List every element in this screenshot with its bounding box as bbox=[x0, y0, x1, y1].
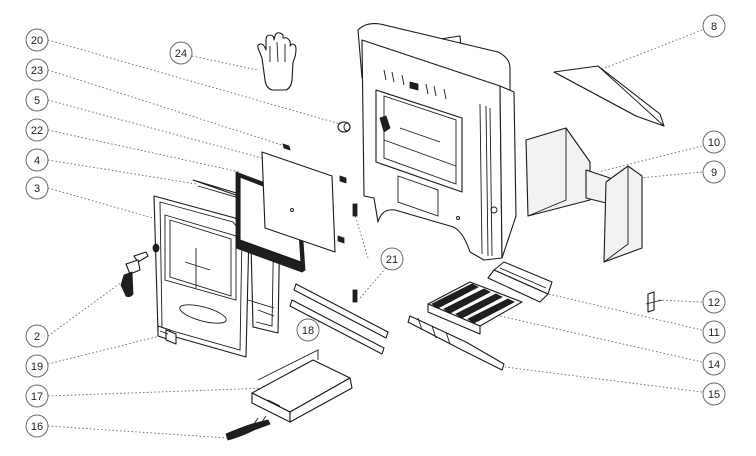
svg-text:14: 14 bbox=[708, 359, 720, 371]
callout-10: 10 bbox=[702, 130, 726, 154]
svg-text:20: 20 bbox=[31, 35, 43, 47]
tool-part bbox=[225, 415, 271, 441]
callout-8: 8 bbox=[702, 14, 726, 38]
svg-text:23: 23 bbox=[31, 65, 43, 77]
rod-part bbox=[289, 283, 389, 355]
svg-text:17: 17 bbox=[31, 391, 43, 403]
svg-text:19: 19 bbox=[31, 361, 43, 373]
door-part bbox=[152, 195, 250, 358]
glass-panel-part bbox=[261, 151, 336, 253]
leader-lines bbox=[47, 29, 703, 439]
callout-3: 3 bbox=[25, 176, 49, 200]
svg-text:18: 18 bbox=[302, 325, 314, 337]
callout-4: 4 bbox=[25, 148, 49, 172]
callout-2: 2 bbox=[25, 324, 49, 348]
fire-grate-part bbox=[427, 281, 523, 335]
baffle-plate-part bbox=[553, 65, 665, 127]
svg-text:11: 11 bbox=[708, 327, 719, 339]
svg-text:5: 5 bbox=[34, 95, 40, 107]
riddling-bar-part bbox=[407, 315, 505, 371]
grate-bar-part bbox=[487, 261, 553, 303]
glove-part bbox=[257, 32, 297, 91]
callout-21: 21 bbox=[380, 247, 404, 271]
fixing-bracket-part bbox=[645, 291, 663, 313]
svg-text:2: 2 bbox=[34, 331, 40, 343]
ash-pan-part bbox=[251, 349, 353, 423]
side-firebrick-part bbox=[585, 165, 643, 263]
callout-18: 18 bbox=[296, 318, 320, 342]
svg-text:21: 21 bbox=[386, 254, 398, 266]
callout-16: 16 bbox=[25, 414, 49, 438]
svg-text:8: 8 bbox=[711, 21, 717, 33]
latch-part bbox=[157, 325, 177, 345]
handle-part bbox=[120, 251, 149, 298]
svg-text:9: 9 bbox=[711, 167, 717, 179]
stove-body-part bbox=[357, 23, 517, 261]
svg-text:10: 10 bbox=[708, 137, 720, 149]
callout-14: 14 bbox=[702, 352, 726, 376]
callout-23: 23 bbox=[25, 58, 49, 82]
rear-firebrick-part bbox=[525, 127, 591, 217]
svg-text:15: 15 bbox=[708, 389, 720, 401]
hinge-pin-part bbox=[352, 203, 358, 303]
svg-text:4: 4 bbox=[34, 155, 40, 167]
small-clips-part bbox=[337, 175, 347, 244]
svg-text:24: 24 bbox=[175, 48, 187, 60]
callout-22: 22 bbox=[25, 118, 49, 142]
callout-15: 15 bbox=[702, 382, 726, 406]
callout-24: 24 bbox=[169, 41, 193, 65]
fixing-clip-part bbox=[282, 143, 291, 151]
callout-19: 19 bbox=[25, 354, 49, 378]
svg-text:12: 12 bbox=[708, 297, 720, 309]
callout-12: 12 bbox=[702, 290, 726, 314]
svg-text:3: 3 bbox=[34, 183, 40, 195]
callout-11: 11 bbox=[702, 320, 726, 344]
callout-17: 17 bbox=[25, 384, 49, 408]
callout-5: 5 bbox=[25, 88, 49, 112]
callout-20: 20 bbox=[25, 28, 49, 52]
callout-9: 9 bbox=[702, 160, 726, 184]
knob-part bbox=[337, 121, 351, 133]
svg-text:16: 16 bbox=[31, 421, 43, 433]
svg-text:22: 22 bbox=[31, 125, 43, 137]
